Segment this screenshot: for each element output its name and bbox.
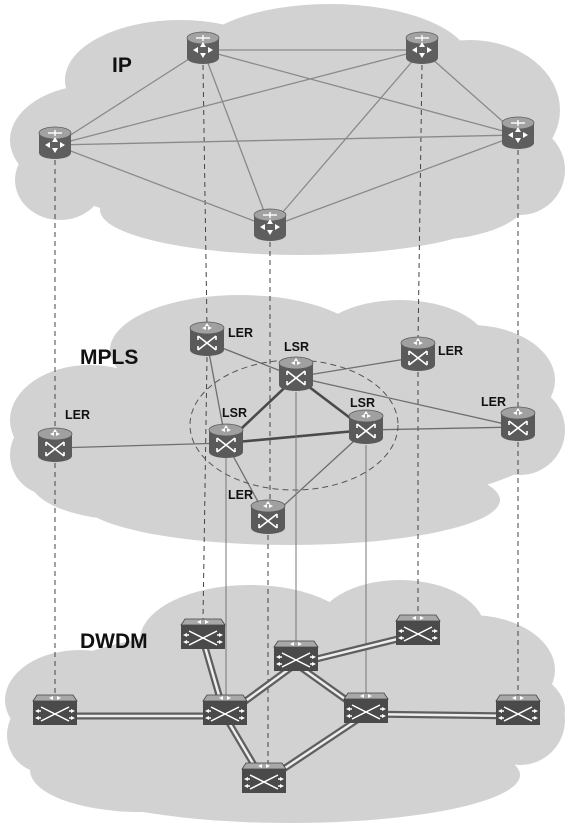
mpls-router-icon: [500, 406, 536, 442]
mpls-cloud: [10, 295, 565, 545]
dwdm-node-icon: [495, 694, 541, 726]
mpls-router-icon: [278, 356, 314, 392]
layer-mapping-lines: [54, 64, 519, 770]
ip-layer-label: IP: [112, 54, 132, 77]
ip-router-icon: [405, 31, 439, 65]
dwdm-node-icon: [202, 694, 248, 726]
dwdm-node-icon: [241, 762, 287, 794]
mpls-router-icon: [250, 499, 286, 535]
dwdm-node-icon: [273, 640, 319, 672]
dwdm-node-icon: [180, 618, 226, 650]
ip-router-icon: [501, 116, 535, 150]
lsr-label: LSR: [284, 340, 309, 354]
dwdm-node-icon: [32, 694, 78, 726]
ip-mesh-links: [54, 49, 519, 228]
mpls-router-icon: [208, 423, 244, 459]
ip-router-icon: [186, 31, 220, 65]
ler-label: LER: [228, 326, 253, 340]
ler-label: LER: [438, 344, 463, 358]
ler-label: LER: [228, 488, 253, 502]
mpls-router-icon: [400, 336, 436, 372]
dwdm-node-icon: [343, 692, 389, 724]
ip-router-icon: [253, 208, 287, 242]
ip-cloud: [10, 4, 565, 255]
dwdm-layer-label: DWDM: [80, 630, 148, 653]
lsr-label: LSR: [350, 396, 375, 410]
mpls-router-icon: [348, 409, 384, 445]
ler-label: LER: [481, 395, 506, 409]
mpls-layer-label: MPLS: [80, 346, 138, 369]
mpls-dwdm-links: [225, 392, 367, 705]
lsr-label: LSR: [222, 406, 247, 420]
dwdm-node-icon: [395, 614, 441, 646]
ler-label: LER: [65, 408, 90, 422]
mpls-router-icon: [189, 321, 225, 357]
ip-router-icon: [38, 126, 72, 160]
mpls-router-icon: [37, 427, 73, 463]
